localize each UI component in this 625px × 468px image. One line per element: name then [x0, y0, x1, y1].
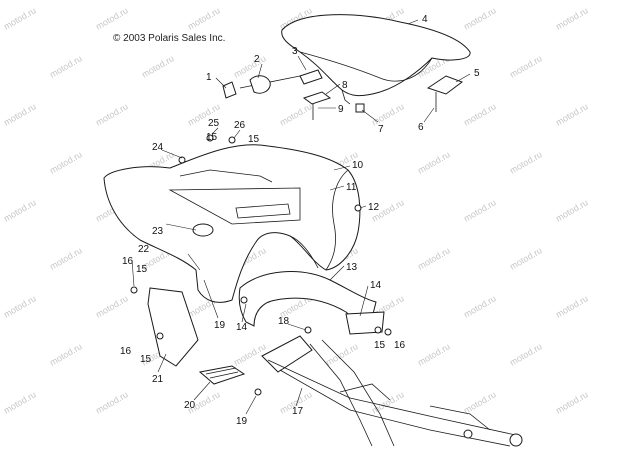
- watermark-text: motod.ru: [232, 341, 268, 367]
- watermark-text: motod.ru: [554, 389, 590, 415]
- callout-22: 22: [138, 244, 150, 255]
- callout-6: 6: [418, 122, 424, 133]
- watermark-text: motod.ru: [508, 341, 544, 367]
- watermark-text: motod.ru: [416, 245, 452, 271]
- callout-16-right: 16: [394, 340, 406, 351]
- watermark-text: motod.ru: [462, 293, 498, 319]
- callout-15-left: 15: [136, 264, 148, 275]
- footrest-bracket: [198, 365, 246, 385]
- watermark-text: motod.ru: [186, 5, 222, 31]
- watermark-text: motod.ru: [278, 101, 314, 127]
- watermark-text: motod.ru: [94, 293, 130, 319]
- callout-15-lower-left: 15: [140, 354, 152, 365]
- callout-10: 10: [352, 160, 364, 171]
- callout-20: 20: [184, 400, 196, 411]
- callout-4: 4: [422, 14, 428, 25]
- frame: [261, 335, 523, 447]
- callout-15-top-right: 15: [248, 134, 260, 145]
- watermark-text: motod.ru: [2, 101, 38, 127]
- leader-lines: [131, 19, 471, 415]
- mud-flap: [147, 287, 199, 367]
- callout-21: 21: [152, 374, 164, 385]
- callout-14-lower: 14: [236, 322, 248, 333]
- callout-19-upper: 19: [214, 320, 226, 331]
- callout-8: 8: [342, 80, 348, 91]
- watermark-text: motod.ru: [94, 5, 130, 31]
- callout-14-upper: 14: [370, 280, 382, 291]
- watermark-text: motod.ru: [48, 149, 84, 175]
- callout-18: 18: [278, 316, 290, 327]
- watermark-text: motod.ru: [554, 5, 590, 31]
- callout-26: 26: [234, 120, 246, 131]
- callout-19-lower: 19: [236, 416, 248, 427]
- watermark-text: motod.ru: [554, 101, 590, 127]
- watermark-text: motod.ru: [48, 245, 84, 271]
- watermark-text: motod.ru: [370, 389, 406, 415]
- callout-7: 7: [378, 124, 384, 135]
- watermark-text: motod.ru: [140, 53, 176, 79]
- watermark-text: motod.ru: [2, 197, 38, 223]
- watermark-text: motod.ru: [416, 341, 452, 367]
- callout-24: 24: [152, 142, 164, 153]
- copyright-notice: © 2003 Polaris Sales Inc.: [113, 33, 226, 44]
- side-fender-panel: [238, 271, 385, 335]
- watermark-text: motod.ru: [370, 101, 406, 127]
- watermark-text: motod.ru: [462, 197, 498, 223]
- watermark-text: motod.ru: [554, 197, 590, 223]
- watermark-text: motod.ru: [462, 101, 498, 127]
- callout-3: 3: [292, 46, 298, 57]
- callout-13: 13: [346, 262, 358, 273]
- callout-11: 11: [346, 182, 357, 193]
- seat-latch-bracket: [426, 75, 464, 112]
- watermark-text: motod.ru: [2, 389, 38, 415]
- rear-fender: [103, 144, 361, 303]
- watermark-text: motod.ru: [508, 53, 544, 79]
- watermark-text: motod.ru: [462, 389, 498, 415]
- watermark-text: motod.ru: [48, 53, 84, 79]
- callout-23: 23: [152, 226, 164, 237]
- callout-labels: 1 2 3 4 5 6 7 8 9 10 11 12 13 14 14 15 1…: [120, 14, 480, 427]
- watermark-text: motod.ru: [416, 149, 452, 175]
- callout-17: 17: [292, 406, 304, 417]
- watermark-text: motod.ru: [94, 389, 130, 415]
- callout-9: 9: [338, 104, 344, 115]
- callout-5: 5: [474, 68, 480, 79]
- seat: [281, 14, 471, 105]
- watermark-text: motod.ru: [94, 101, 130, 127]
- callout-16-left: 16: [122, 256, 134, 267]
- callout-15-top-left: 15: [206, 132, 218, 143]
- fasteners: [130, 134, 392, 396]
- watermark-text: motod.ru: [554, 293, 590, 319]
- callout-16-lower-left: 16: [120, 346, 132, 357]
- callout-2: 2: [254, 54, 260, 65]
- watermark-text: motod.ru: [48, 341, 84, 367]
- watermark-text: motod.ru: [508, 149, 544, 175]
- watermark-text: motod.ru: [462, 5, 498, 31]
- watermark-text: motod.ru: [2, 5, 38, 31]
- watermark-text: motod.ru: [324, 341, 360, 367]
- watermark-text: motod.ru: [508, 245, 544, 271]
- callout-12: 12: [368, 202, 380, 213]
- watermark-text: motod.ru: [2, 293, 38, 319]
- callout-1: 1: [206, 72, 212, 83]
- callout-15-right: 15: [374, 340, 386, 351]
- callout-25: 25: [208, 118, 220, 129]
